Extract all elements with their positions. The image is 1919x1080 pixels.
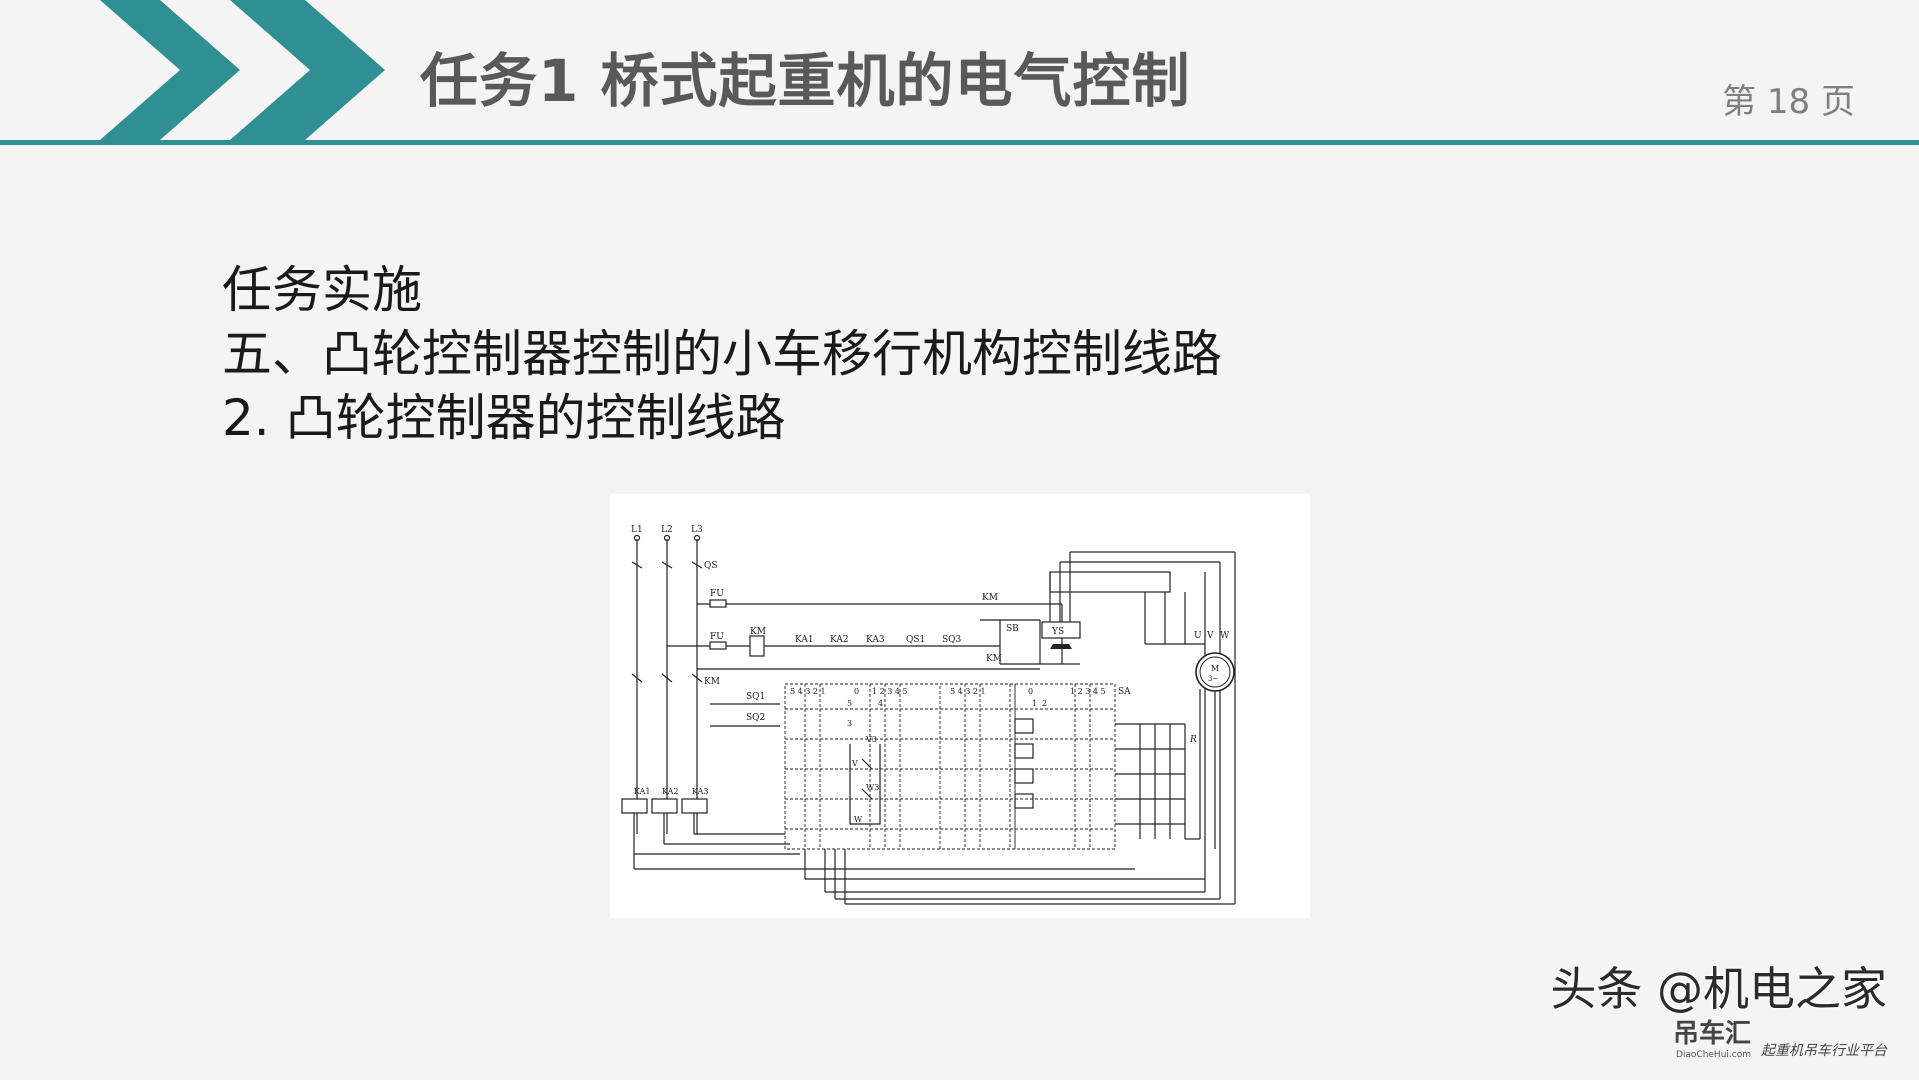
label-ka2: KA2 [830,635,849,645]
label-sa: SA [1118,687,1131,697]
chevron-arrows-icon [100,0,385,140]
label-u: U [1194,631,1202,641]
cam-controller-grid-right [1014,683,1116,850]
label-w3: W3 [866,783,879,792]
label-r: R [1189,735,1197,745]
header-divider [0,140,1919,145]
label-km-top: KM [982,593,998,603]
section-heading: 任务实施 [222,261,422,319]
label-sq1: SQ1 [746,692,765,702]
motor-leads [1185,689,1216,849]
pos-1: 1 [1032,699,1037,708]
label-sq3: SQ3 [942,635,962,645]
cols-c: 5 4 3 2 1 [950,687,986,696]
pos-5: 5 [847,699,852,708]
label-l1: L1 [631,525,643,535]
label-motor: M [1211,664,1219,673]
slide-title: 任务1 桥式起重机的电气控制 [420,47,1191,115]
label-qs1: QS1 [906,635,925,645]
label-v3: V3 [865,735,877,744]
resistor-block [1014,718,1186,839]
label-v-inner: V [851,759,858,768]
label-sq2: SQ2 [746,713,765,723]
cols-b: 1 2 3 4 5 [872,687,908,696]
zero-b: 0 [1028,687,1033,696]
label-l2: L2 [661,525,673,535]
circuit-diagram-svg: L1 L2 L3 QS KM FU FU KM KA1 KA2 KA3 QS1 [621,525,1236,905]
label-ka2b: KA2 [662,787,679,796]
label-v: V [1206,631,1214,641]
item-heading: 2. 凸轮控制器的控制线路 [222,389,786,447]
label-qs: QS [704,561,718,571]
watermark: 头条 @机电之家 吊车汇 DiaoCheHui.com 起重机吊车行业平台 [1550,953,1887,1060]
return-wires [633,849,1235,905]
circuit-diagram: L1 L2 L3 QS KM FU FU KM KA1 KA2 KA3 QS1 [610,494,1310,918]
watermark-brand: 吊车汇 [1672,1019,1751,1049]
brake-coil [1041,621,1081,639]
cam-controller-grid [784,683,1016,850]
slide-header: 任务1 桥式起重机的电气控制 第 18 页 [0,0,1919,140]
label-motor-sub: 3~ [1208,675,1218,683]
brake-icon [1050,644,1072,649]
cols-d: 1 2 3 4 5 [1070,687,1106,696]
stator-contacts [849,744,881,825]
body-text: 任务实施 五、凸轮控制器控制的小车移行机构控制线路 2. 凸轮控制器的控制线路 [222,258,1222,450]
watermark-brand-url: DiaoCheHui.com [1675,1050,1751,1060]
phase-lines [631,534,703,834]
label-ka3b: KA3 [692,787,709,796]
pos-3: 3 [847,719,852,728]
label-ys: YS [1051,627,1064,637]
page-number: 第 18 页 [1722,82,1855,122]
cols-a: 5 4 3 2 1 [790,687,826,696]
motor-wiring [1049,551,1236,904]
label-km-aux: KM [986,654,1002,664]
label-ka1b: KA1 [634,787,651,796]
label-km-coil: KM [750,627,766,637]
watermark-slogan: 起重机吊车行业平台 [1761,1043,1887,1059]
label-sb: SB [1006,624,1019,634]
label-w-inner: W [854,815,863,824]
label-l3: L3 [691,525,703,535]
relay-coils [621,798,800,855]
control-circuit [667,599,1080,670]
pos-2: 2 [1042,699,1047,708]
label-ka1: KA1 [795,635,814,645]
label-w: W [1220,631,1230,641]
label-km-main: KM [704,677,720,687]
label-fu2: FU [710,632,724,642]
limit-switches [710,703,780,727]
zero-a: 0 [854,687,859,696]
label-ka3: KA3 [866,635,885,645]
label-fu1: FU [710,589,724,599]
subsection-heading: 五、凸轮控制器控制的小车移行机构控制线路 [222,325,1222,383]
pos-4: 4 [878,699,883,708]
watermark-main: 头条 @机电之家 [1550,962,1887,1016]
